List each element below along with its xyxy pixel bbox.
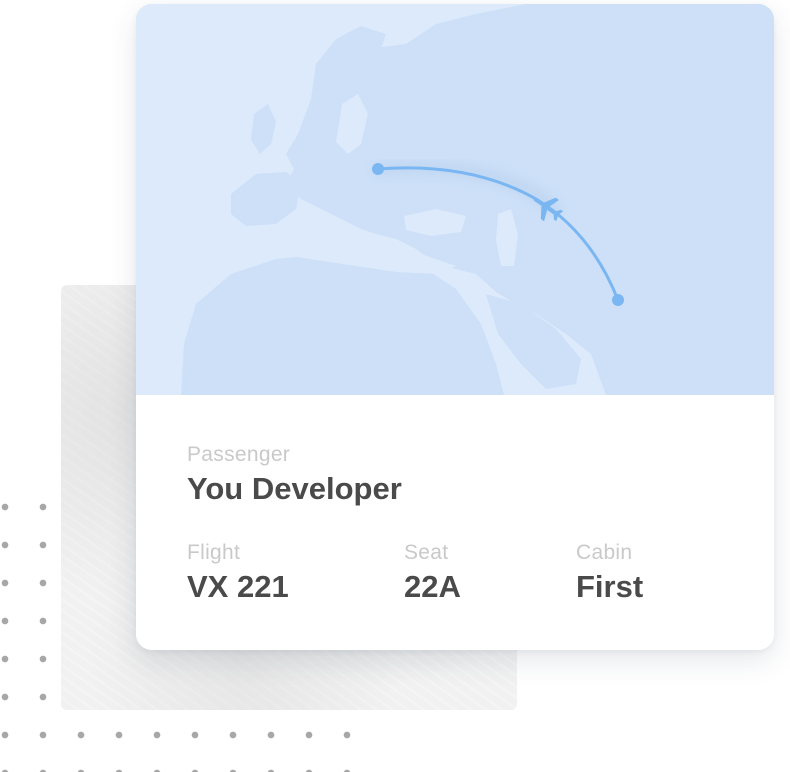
eurasia-landmass [286, 4, 774, 395]
passenger-name: You Developer [187, 471, 402, 506]
baltic-sea [336, 94, 368, 154]
india-landmass [606, 304, 681, 395]
ticket-details: Passenger You Developer Flight VX 221 Se… [136, 395, 774, 650]
world-map-illustration [136, 4, 774, 395]
cabin-label: Cabin [576, 541, 633, 564]
passenger-label: Passenger [187, 443, 291, 466]
flight-label: Flight [187, 541, 241, 564]
arabia-landmass [486, 294, 581, 389]
black-sea [404, 209, 466, 236]
airplane-icon [533, 197, 564, 222]
seat-number: 22A [404, 569, 461, 604]
seat-label: Seat [404, 541, 449, 564]
western-europe-landmass [231, 172, 301, 226]
origin-dot [372, 163, 384, 175]
boarding-pass-card: Passenger You Developer Flight VX 221 Se… [136, 4, 774, 650]
route-map [136, 4, 774, 395]
flight-number: VX 221 [187, 569, 289, 604]
destination-dot [612, 294, 624, 306]
caspian-sea [496, 209, 518, 266]
africa-landmass [181, 254, 504, 395]
cabin-class: First [576, 569, 644, 604]
scandinavia-landmass [311, 26, 386, 129]
mediterranean-sea [286, 236, 456, 274]
britain-landmass [251, 104, 276, 154]
